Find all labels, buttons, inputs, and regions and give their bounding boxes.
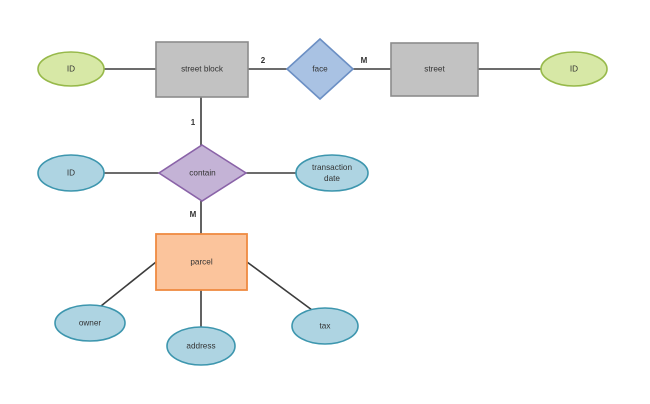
entity-label: parcel xyxy=(190,258,212,267)
node-owner[interactable]: owner xyxy=(54,304,126,342)
node-street[interactable]: street xyxy=(390,42,479,97)
entity-label: street xyxy=(424,65,445,74)
node-street-block-id[interactable]: ID xyxy=(37,51,105,87)
attribute-label: owner xyxy=(79,319,102,328)
attribute-label: address xyxy=(186,342,215,351)
edge-layer xyxy=(100,68,541,327)
cardinality-label-m-contain-parcel: M xyxy=(190,210,197,219)
node-street-id[interactable]: ID xyxy=(540,51,608,87)
attribute-label: ID xyxy=(67,169,75,178)
attribute-label: ID xyxy=(67,65,75,74)
cardinality-label-m-face-street: M xyxy=(361,56,368,65)
attribute-label-line2: date xyxy=(324,174,340,183)
edge-parcel-tax xyxy=(246,261,313,311)
attribute-ellipse-blue[interactable] xyxy=(166,326,236,366)
attribute-ellipse-blue[interactable] xyxy=(291,307,359,345)
attribute-label: tax xyxy=(320,322,331,331)
edge-parcel-owner xyxy=(100,261,157,307)
attribute-ellipse-blue[interactable] xyxy=(295,154,369,192)
entity-rect-gray[interactable] xyxy=(390,42,479,97)
attribute-ellipse-blue[interactable] xyxy=(37,154,105,192)
attribute-label-line1: transaction xyxy=(312,163,352,172)
entity-rect-gray[interactable] xyxy=(155,41,249,98)
entity-label: street block xyxy=(181,65,224,74)
entity-rect-orange[interactable] xyxy=(155,233,248,291)
node-address[interactable]: address xyxy=(166,326,236,366)
attribute-ellipse-blue[interactable] xyxy=(54,304,126,342)
relationship-diamond-blue[interactable] xyxy=(285,37,355,101)
node-face[interactable]: face xyxy=(285,37,355,101)
cardinality-label-2: 2 xyxy=(261,56,266,65)
relationship-label: contain xyxy=(189,169,216,178)
node-parcel[interactable]: parcel xyxy=(155,233,248,291)
attribute-ellipse-green[interactable] xyxy=(37,51,105,87)
node-tax[interactable]: tax xyxy=(291,307,359,345)
node-contain-id[interactable]: ID xyxy=(37,154,105,192)
attribute-label: ID xyxy=(570,65,578,74)
relationship-label: face xyxy=(312,65,328,74)
attribute-ellipse-green[interactable] xyxy=(540,51,608,87)
node-contain[interactable]: contain xyxy=(157,144,248,202)
cardinality-label-1: 1 xyxy=(191,118,196,127)
node-transaction-date[interactable]: transaction date xyxy=(295,154,369,192)
node-street-block[interactable]: street block xyxy=(155,41,249,98)
relationship-diamond-purple[interactable] xyxy=(157,144,248,202)
